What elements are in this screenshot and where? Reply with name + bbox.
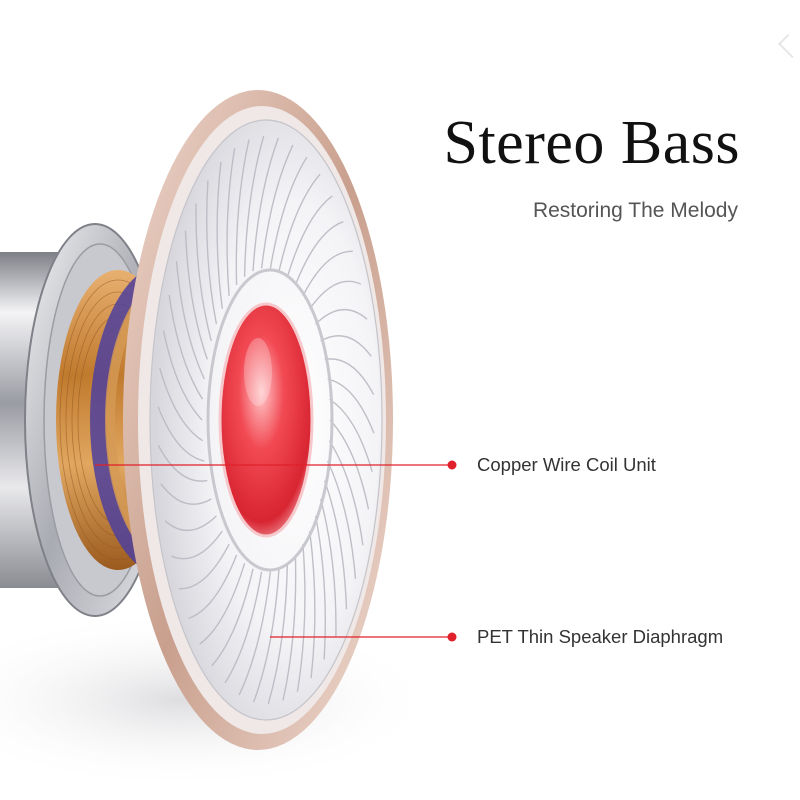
suspension-fin xyxy=(314,515,326,660)
suspension-fin xyxy=(309,531,316,679)
suspension-fin xyxy=(170,530,223,560)
callout-label-coil: Copper Wire Coil Unit xyxy=(477,454,656,475)
headline-title: Stereo Bass xyxy=(443,109,740,177)
suspension-fin xyxy=(309,280,362,310)
suspension-fin xyxy=(157,406,205,462)
suspension-fin xyxy=(329,419,370,510)
suspension-fin xyxy=(294,221,344,286)
suspension-fin xyxy=(211,568,254,667)
suspension-fin xyxy=(327,378,375,434)
suspension-fin xyxy=(157,445,208,482)
suspension-fin xyxy=(175,261,206,380)
suspension-fin xyxy=(243,135,265,277)
suspension-fin xyxy=(302,250,353,297)
suspension-fins xyxy=(157,135,375,705)
suspension-fin xyxy=(195,203,212,342)
suspension-fin xyxy=(329,398,373,472)
suspension-fin xyxy=(267,563,289,705)
suspension-fin xyxy=(168,294,204,400)
suspension-fin xyxy=(282,554,297,701)
callout-label-pet: PET Thin Speaker Diaphragm xyxy=(477,626,724,647)
suspension-fin xyxy=(162,330,203,421)
suspension-fin xyxy=(159,368,203,442)
suspension-fin xyxy=(324,480,348,610)
suspension-fin xyxy=(320,335,372,357)
suspension-fin xyxy=(188,554,238,619)
suspension-fin xyxy=(206,180,218,325)
suspension-fin xyxy=(286,195,333,278)
suspension-fin xyxy=(184,230,208,360)
suspension-fin xyxy=(252,137,280,272)
suspension-fin xyxy=(216,161,223,309)
suspension-fin xyxy=(238,571,272,696)
suspension-fin xyxy=(324,358,375,395)
suspension-fin xyxy=(164,515,217,531)
suspension-fin xyxy=(269,156,308,269)
suspension-fin xyxy=(260,144,294,269)
suspension-fin xyxy=(296,544,306,692)
inner-groove xyxy=(206,268,334,572)
callout-dot-coil xyxy=(447,460,457,470)
red-dust-cap xyxy=(218,302,314,538)
suspension-fin xyxy=(328,440,364,546)
suspension-fin xyxy=(278,173,321,272)
suspension-fin xyxy=(315,309,368,325)
suspension-fin xyxy=(326,460,357,579)
suspension-fin xyxy=(199,562,246,645)
suspension-fin xyxy=(224,571,263,684)
callout-dot-pet xyxy=(447,632,457,642)
suspension-fin xyxy=(235,139,250,286)
suspension-fin xyxy=(252,568,280,703)
speaker-diaphragm xyxy=(123,90,393,750)
suspension-fin xyxy=(320,498,337,637)
suspension-fin xyxy=(179,543,230,590)
suspension-fin xyxy=(226,148,236,296)
suspension-fin xyxy=(160,483,212,505)
dome-highlight xyxy=(244,338,272,406)
headline-subtitle: Restoring The Melody xyxy=(532,199,738,222)
